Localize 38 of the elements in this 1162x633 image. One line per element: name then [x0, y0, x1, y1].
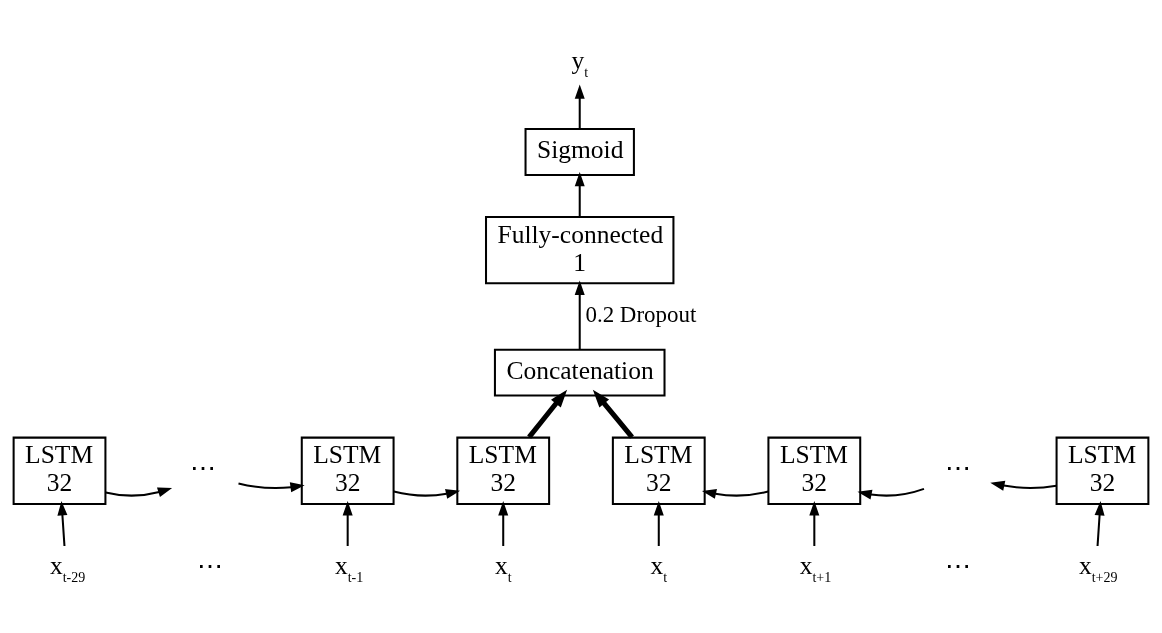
node-box: LSTM 32: [300, 436, 395, 505]
arrow: [57, 501, 68, 547]
node-text: x$_{t}$: [650, 551, 668, 585]
node-box: LSTM 32: [456, 436, 551, 505]
node-box: LSTM 32: [767, 436, 862, 505]
edge-label: 0.2 Dropout: [585, 302, 697, 328]
arrow: [990, 480, 1057, 491]
node-box: LSTM 32: [1055, 436, 1150, 505]
node-box: LSTM 32: [611, 436, 706, 505]
arrow: [342, 501, 353, 546]
node-text: x$_{t-1}$: [334, 551, 364, 585]
node-text: y$_{t}$: [571, 46, 589, 80]
arrow: [592, 389, 634, 439]
node-box: Sigmoid: [524, 128, 635, 176]
node-text: x$_{t-29}$: [49, 551, 86, 585]
arrow: [574, 84, 585, 129]
arrow: [498, 501, 509, 546]
arrow: [527, 389, 568, 439]
node-text: ⋯: [945, 454, 972, 484]
arrow: [238, 482, 305, 493]
arrow: [653, 501, 664, 546]
arrow: [809, 501, 820, 546]
node-text: x$_{t+1}$: [799, 551, 832, 585]
node-text: x$_{t+29}$: [1078, 551, 1118, 585]
arrow: [701, 489, 769, 499]
label: ⋯: [945, 552, 972, 582]
arrow: [857, 487, 925, 500]
arrow: [574, 172, 585, 217]
arrow: [393, 489, 461, 499]
node-text: ⋯: [190, 454, 217, 484]
node-text: x$_{t}$: [494, 551, 512, 585]
node-box: Fully-connected 1: [485, 216, 675, 285]
arrow: [105, 487, 173, 497]
node-box: Concatenation: [493, 348, 666, 397]
arrow: [1094, 501, 1105, 547]
node-box: LSTM 32: [12, 436, 107, 505]
arrow: [574, 280, 585, 350]
label: ⋯: [196, 552, 223, 582]
